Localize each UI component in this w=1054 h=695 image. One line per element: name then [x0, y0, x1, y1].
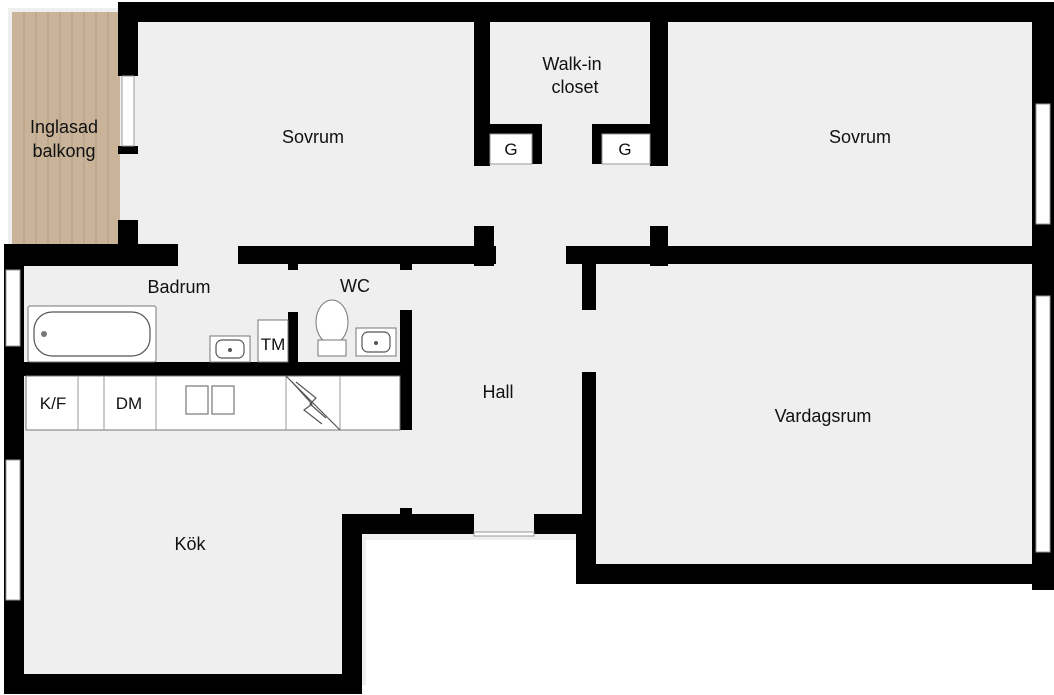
- washer: TM: [257, 319, 289, 363]
- hall-label: Hall: [482, 382, 513, 402]
- balcony-label-line2: balkong: [32, 141, 95, 161]
- dishwasher: DM: [116, 394, 142, 413]
- walkin-label-line2: closet: [551, 77, 598, 97]
- bathtub: [27, 305, 157, 363]
- fridge-freezer: K/F: [40, 394, 66, 413]
- wardrobe-right-label: G: [618, 140, 631, 159]
- wc-sink: [355, 327, 397, 357]
- room-labels: Inglasad balkong Sovrum Walk-in closet S…: [30, 54, 891, 554]
- wc-label: WC: [340, 276, 370, 296]
- bedroom-right-label: Sovrum: [829, 127, 891, 147]
- balcony-deck: [12, 12, 120, 244]
- toilet: [315, 299, 349, 357]
- bathroom-sink: [209, 335, 251, 363]
- walkin-label-line1: Walk-in: [542, 54, 601, 74]
- fridge-freezer-label: K/F: [40, 394, 66, 413]
- kitchen-label: Kök: [174, 534, 206, 554]
- walls: [4, 2, 1054, 694]
- wardrobe-left: G: [489, 133, 533, 165]
- kitchen-counter: [25, 375, 401, 431]
- dishwasher-label: DM: [116, 394, 142, 413]
- kitchen-sink: [185, 385, 235, 415]
- stove-icon: [285, 375, 341, 431]
- bathroom-label: Badrum: [147, 277, 210, 297]
- washer-label: TM: [261, 335, 286, 354]
- floor-areas: [8, 8, 1053, 685]
- wardrobe-left-label: G: [504, 140, 517, 159]
- wardrobe-right: G: [601, 133, 651, 165]
- living-label: Vardagsrum: [775, 406, 872, 426]
- windows: [5, 75, 1051, 601]
- bedroom-left-label: Sovrum: [282, 127, 344, 147]
- balcony-label-line1: Inglasad: [30, 117, 98, 137]
